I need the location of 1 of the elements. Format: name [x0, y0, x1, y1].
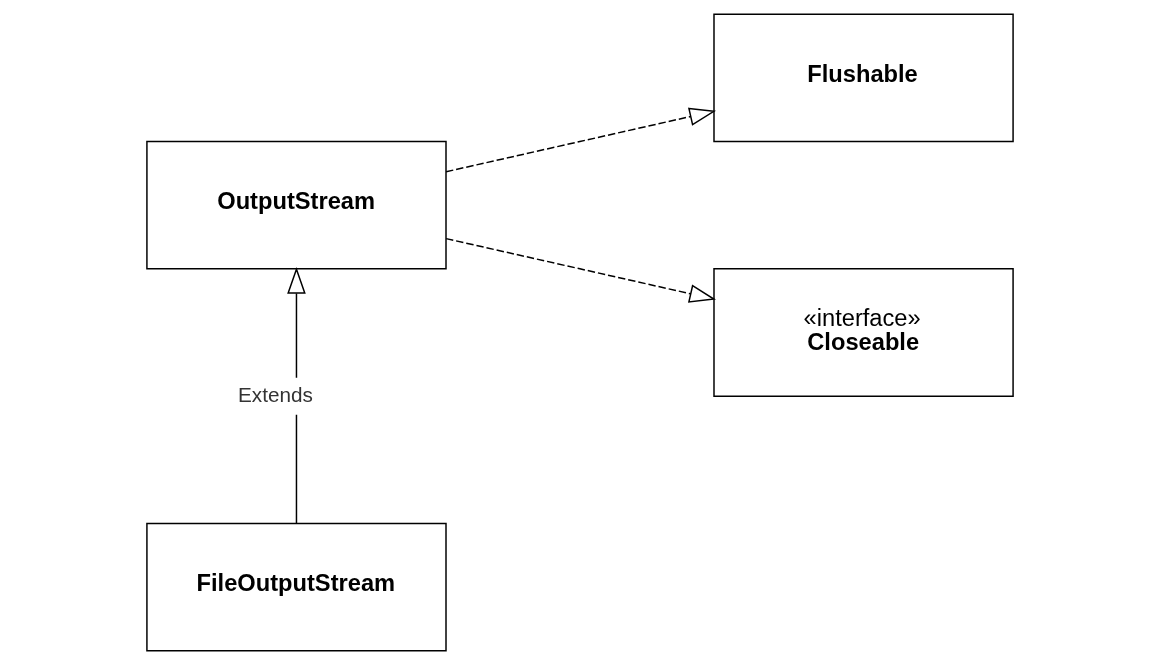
edge-label: Extends: [237, 383, 313, 407]
